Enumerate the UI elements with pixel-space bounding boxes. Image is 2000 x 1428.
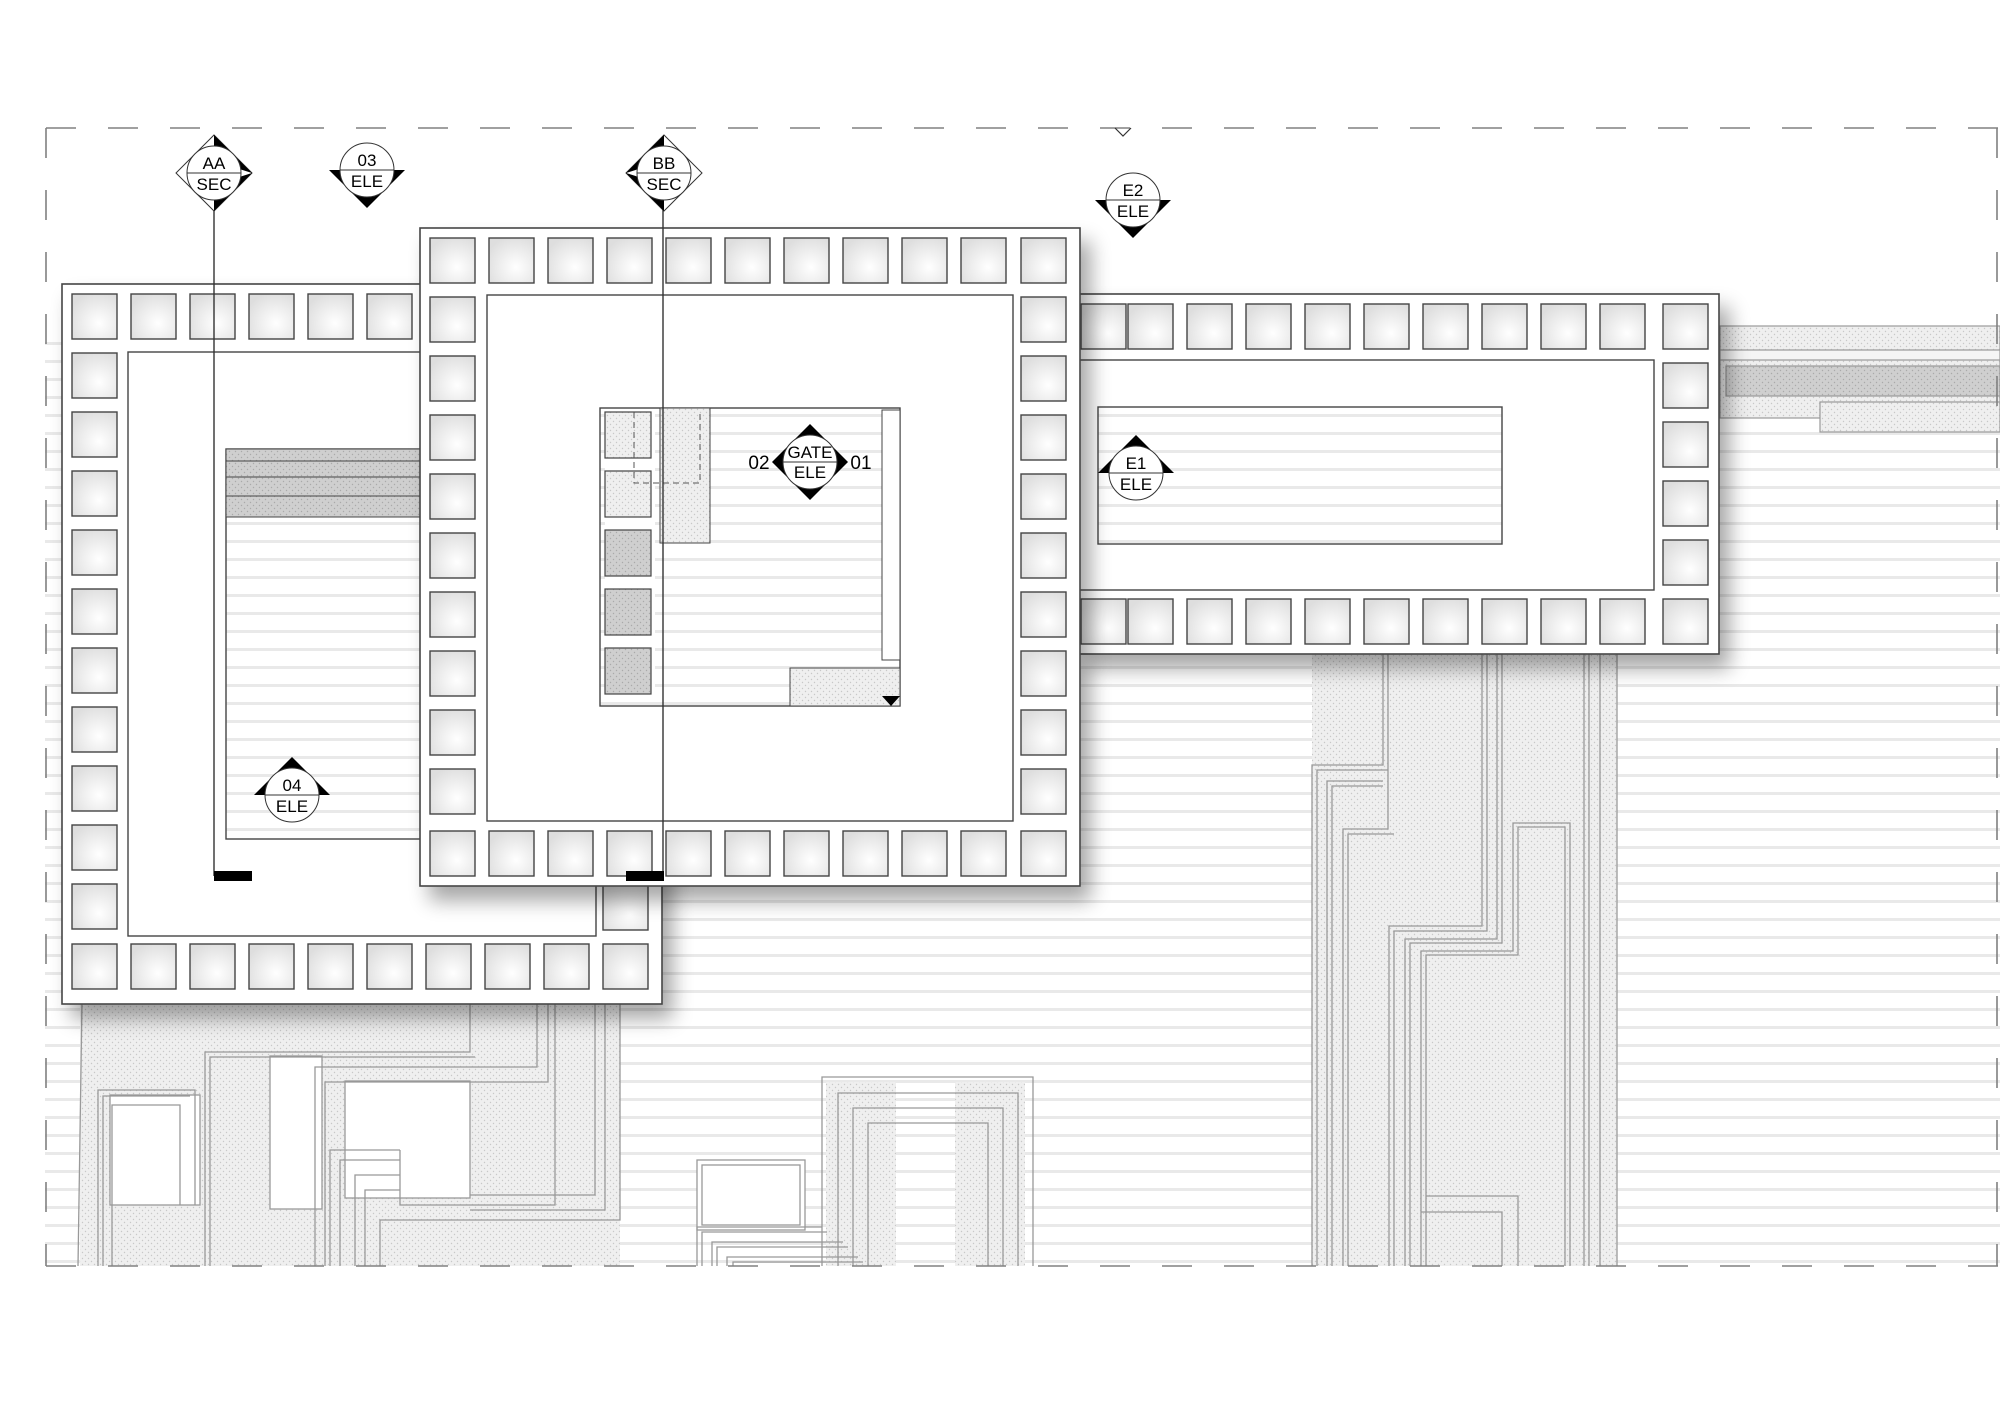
east-block-detail bbox=[1075, 303, 1709, 645]
marker-top-label: BB bbox=[653, 154, 676, 173]
marker-bottom-label: ELE bbox=[1120, 475, 1152, 494]
west-left-cells bbox=[71, 352, 118, 990]
marker-top-label: E2 bbox=[1123, 181, 1144, 200]
marker-top-label: AA bbox=[203, 154, 226, 173]
marker-bottom-label: ELE bbox=[276, 797, 308, 816]
marker-top-label: GATE bbox=[787, 443, 832, 462]
section-lines bbox=[213, 200, 664, 881]
central-left-cells bbox=[429, 296, 476, 815]
section-marker-bb[interactable]: BB SEC bbox=[624, 133, 704, 213]
elevation-marker-e1[interactable]: E1 ELE bbox=[1096, 430, 1176, 510]
section-marker-aa[interactable]: AA SEC bbox=[174, 133, 254, 213]
elevation-marker-e2[interactable]: E2 ELE bbox=[1093, 166, 1173, 246]
marker-top-label: 04 bbox=[283, 776, 302, 795]
central-block-detail bbox=[429, 237, 1067, 877]
marker-top-label: 03 bbox=[358, 151, 377, 170]
landscape-paths-central bbox=[696, 1076, 1034, 1266]
marker-bottom-label: ELE bbox=[794, 463, 826, 482]
marker-top-label: E1 bbox=[1126, 454, 1147, 473]
marker-bottom-label: SEC bbox=[197, 175, 232, 194]
east-strip bbox=[1719, 325, 2000, 433]
landscape-paths-east bbox=[1311, 650, 1618, 1266]
central-right-cells bbox=[1020, 296, 1067, 815]
marker-right-label: 01 bbox=[850, 453, 871, 474]
central-top-cells bbox=[429, 237, 1067, 284]
gate-elevation-marker[interactable]: GATE ELE 02 01 bbox=[740, 422, 880, 502]
north-notch-icon bbox=[1114, 127, 1132, 137]
central-bottom-cells bbox=[429, 830, 1067, 877]
marker-left-label: 02 bbox=[748, 453, 769, 474]
elevation-marker-03[interactable]: 03 ELE bbox=[327, 136, 407, 216]
elevation-marker-04[interactable]: 04 ELE bbox=[252, 752, 332, 832]
marker-bottom-label: ELE bbox=[1117, 202, 1149, 221]
marker-bottom-label: ELE bbox=[351, 172, 383, 191]
site-boundary bbox=[45, 127, 2000, 1267]
landscape-paths-west bbox=[77, 1001, 621, 1267]
marker-bottom-label: SEC bbox=[647, 175, 682, 194]
